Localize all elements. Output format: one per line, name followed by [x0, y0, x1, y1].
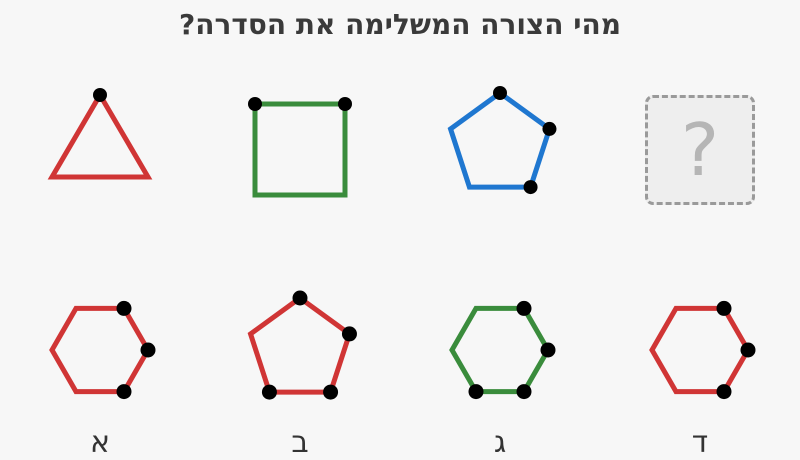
4-sided-polygon-svg: [248, 97, 352, 198]
option-label-alef[interactable]: א: [89, 425, 111, 460]
sequence-pentagon: [435, 80, 565, 210]
question-mark: ?: [680, 108, 720, 192]
vertex-dot: [540, 342, 556, 358]
vertex-dot: [116, 384, 132, 400]
sequence-square: [235, 80, 365, 210]
vertex-dot: [116, 300, 132, 316]
sequence-triangle: [35, 80, 165, 210]
vertex-dot: [341, 326, 357, 342]
option-alef-shape[interactable]: [35, 285, 165, 415]
vertex-dot: [716, 300, 732, 316]
missing-shape-placeholder: ?: [645, 95, 755, 205]
vertex-dot: [516, 300, 532, 316]
option-bet-shape[interactable]: [235, 285, 365, 415]
puzzle-stage: מהי הצורה המשלימה את הסדרה? ? א ב ג ד: [35, 8, 765, 458]
vertex-dot: [493, 86, 507, 100]
polygon-outline: [449, 305, 551, 395]
vertex-dot: [338, 97, 352, 111]
option-label-gimel[interactable]: ג: [493, 425, 507, 460]
question-title: מהי הצורה המשלימה את הסדרה?: [179, 8, 621, 41]
vertex-dot: [740, 342, 756, 358]
polygon-outline: [49, 305, 151, 395]
option-gimel-shape[interactable]: [435, 285, 565, 415]
vertex-dot: [516, 384, 532, 400]
3-sided-polygon-svg: [47, 88, 153, 180]
polygon-outline: [252, 101, 348, 198]
polygon-outline: [47, 90, 153, 180]
option-label-dalet[interactable]: ד: [691, 425, 709, 460]
6-sided-polygon-svg[interactable]: [35, 285, 165, 415]
vertex-dot: [523, 180, 538, 195]
option-label-bet[interactable]: ב: [291, 425, 309, 460]
6-sided-polygon-svg[interactable]: [435, 285, 565, 415]
5-sided-polygon-svg[interactable]: [235, 285, 365, 415]
vertex-dot: [716, 384, 732, 400]
polygon-outline: [447, 89, 553, 190]
vertex-dot: [93, 88, 107, 102]
vertex-dot: [248, 97, 262, 111]
vertex-dot: [140, 342, 156, 358]
option-dalet-shape[interactable]: [635, 285, 765, 415]
vertex-dot: [261, 384, 277, 400]
polygon-outline: [247, 294, 353, 395]
5-sided-polygon-svg: [447, 86, 557, 195]
vertex-dot: [292, 290, 308, 306]
vertex-dot: [468, 384, 484, 400]
vertex-dot: [542, 121, 557, 136]
6-sided-polygon-svg[interactable]: [635, 285, 765, 415]
vertex-dot: [323, 384, 339, 400]
polygon-outline: [649, 305, 751, 395]
